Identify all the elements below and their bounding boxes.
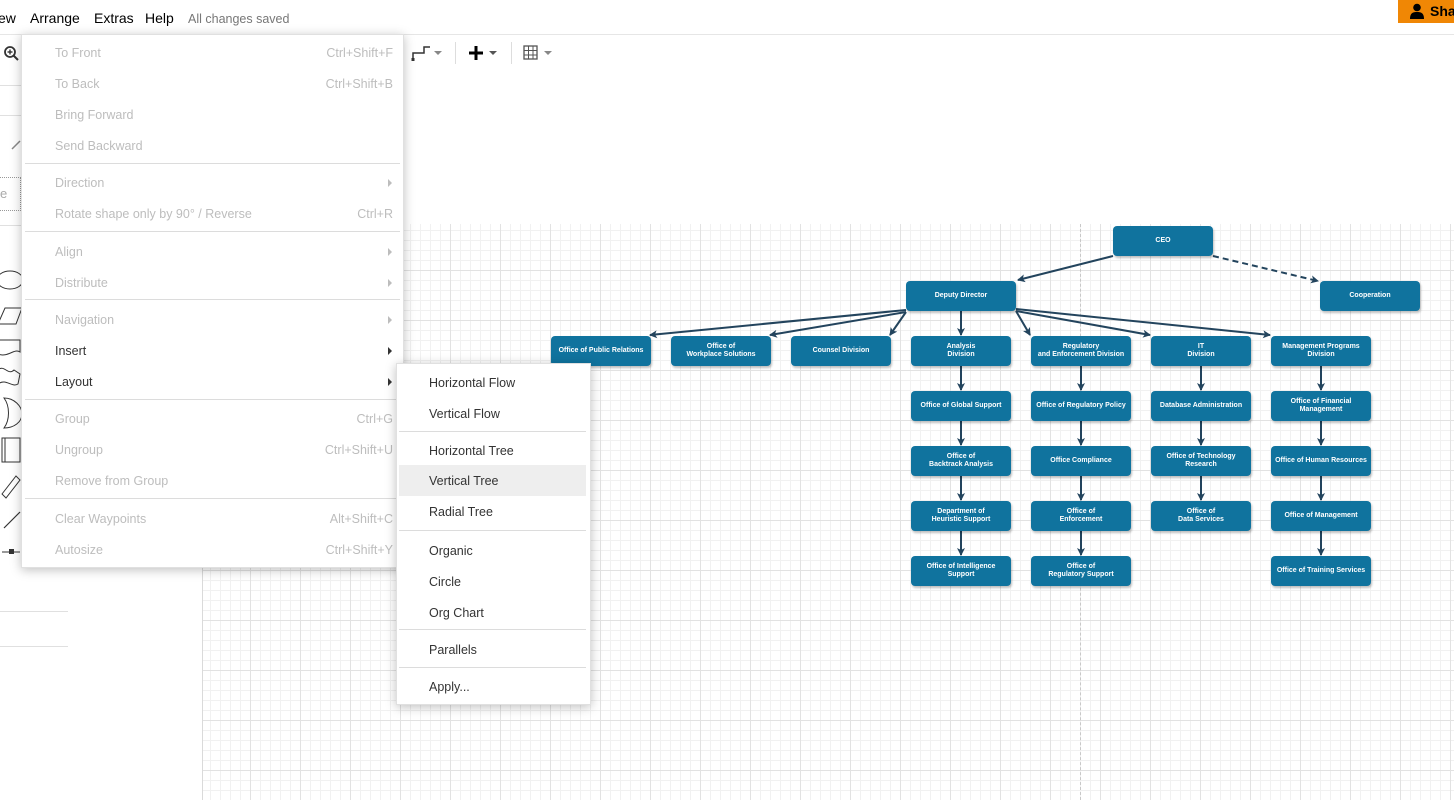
menu-view[interactable]: ew <box>0 10 16 26</box>
node-cooperation[interactable]: Cooperation <box>1320 281 1420 311</box>
submenu-arrow-icon <box>388 347 392 355</box>
node-financial-management[interactable]: Office of Financial Management <box>1271 391 1371 421</box>
node-intelligence-support[interactable]: Office of Intelligence Support <box>911 556 1011 586</box>
edge-deputy-regulatory <box>1015 310 1031 336</box>
menu-item-bring-forward[interactable]: Bring Forward <box>55 108 134 122</box>
save-status: All changes saved <box>188 12 290 26</box>
node-backtrack-analysis[interactable]: Office of Backtrack Analysis <box>911 446 1011 476</box>
layout-org-chart[interactable]: Org Chart <box>429 606 484 620</box>
menu-item-ungroup[interactable]: Ungroup Ctrl+Shift+U <box>55 443 393 457</box>
submenu-arrow-icon <box>388 179 392 187</box>
node-technology-research[interactable]: Office of Technology Research <box>1151 446 1251 476</box>
menu-item-group[interactable]: Group Ctrl+G <box>55 412 393 426</box>
node-public-relations[interactable]: Office of Public Relations <box>551 336 651 366</box>
edge-deputy-mgmtprog <box>1015 308 1271 339</box>
menu-separator <box>25 163 400 164</box>
node-deputy-director[interactable]: Deputy Director <box>906 281 1016 311</box>
node-management[interactable]: Office of Management <box>1271 501 1371 531</box>
canvas-top-area <box>203 71 1454 225</box>
submenu-arrow-icon <box>388 378 392 386</box>
share-button[interactable]: Shar <box>1398 0 1454 23</box>
pencil-icon[interactable] <box>0 129 22 159</box>
node-enforcement[interactable]: Office of Enforcement <box>1031 501 1131 531</box>
layout-organic[interactable]: Organic <box>429 544 473 558</box>
menu-item-send-backward[interactable]: Send Backward <box>55 139 143 153</box>
node-counsel-division[interactable]: Counsel Division <box>791 336 891 366</box>
zoom-in-icon[interactable] <box>2 41 22 65</box>
search-text-fragment: e <box>0 186 8 201</box>
edge-ceo-cooperation <box>1212 255 1319 284</box>
menu-item-clear-waypoints[interactable]: Clear Waypoints Alt+Shift+C <box>55 512 393 526</box>
menu-bar: ew Arrange Extras Help All changes saved… <box>0 0 1454 34</box>
menu-separator <box>399 629 586 630</box>
user-icon <box>1410 3 1424 19</box>
layout-radial-tree[interactable]: Radial Tree <box>429 505 493 519</box>
arrange-menu: To Front Ctrl+Shift+F To Back Ctrl+Shift… <box>21 34 404 568</box>
node-management-programs[interactable]: Management Programs Division <box>1271 336 1371 366</box>
table-icon[interactable] <box>521 41 555 65</box>
node-regulatory-division[interactable]: Regulatory and Enforcement Division <box>1031 336 1131 366</box>
menu-item-remove-from-group[interactable]: Remove from Group <box>55 474 169 488</box>
node-database-administration[interactable]: Database Administration <box>1151 391 1251 421</box>
menu-separator <box>399 431 586 432</box>
node-regulatory-policy[interactable]: Office of Regulatory Policy <box>1031 391 1131 421</box>
node-workplace-solutions[interactable]: Office of Workplace Solutions <box>671 336 771 366</box>
menu-extras[interactable]: Extras <box>94 10 134 26</box>
layout-parallels[interactable]: Parallels <box>429 643 477 657</box>
edge-deputy-it <box>1015 310 1151 338</box>
node-global-support[interactable]: Office of Global Support <box>911 391 1011 421</box>
submenu-arrow-icon <box>388 316 392 324</box>
menu-separator <box>399 530 586 531</box>
node-data-services[interactable]: Office of Data Services <box>1151 501 1251 531</box>
menu-help[interactable]: Help <box>145 10 174 26</box>
layout-horizontal-flow[interactable]: Horizontal Flow <box>429 376 516 390</box>
edge-deputy-publicrel <box>649 309 907 339</box>
menu-item-autosize[interactable]: Autosize Ctrl+Shift+Y <box>55 543 393 557</box>
menu-item-insert[interactable]: Insert <box>22 336 403 367</box>
menu-separator <box>25 231 400 232</box>
node-ceo[interactable]: CEO <box>1113 226 1213 256</box>
toolbar-separator <box>511 42 512 64</box>
edge-deputy-workplace <box>769 311 907 338</box>
layout-submenu: Horizontal Flow Vertical Flow Horizontal… <box>396 363 591 705</box>
menu-item-rotate[interactable]: Rotate shape only by 90° / Reverse Ctrl+… <box>55 207 393 221</box>
menu-separator <box>25 399 400 400</box>
node-analysis-division[interactable]: Analysis Division <box>911 336 1011 366</box>
menu-item-layout[interactable]: Layout <box>22 367 403 398</box>
menu-item-to-back[interactable]: To Back Ctrl+Shift+B <box>55 77 393 91</box>
edge-deputy-counsel <box>889 311 907 336</box>
menu-item-direction[interactable]: Direction <box>22 168 403 199</box>
layout-vertical-flow[interactable]: Vertical Flow <box>429 407 500 421</box>
layout-horizontal-tree[interactable]: Horizontal Tree <box>429 444 514 458</box>
node-compliance[interactable]: Office Compliance <box>1031 446 1131 476</box>
menu-separator <box>399 667 586 668</box>
menu-item-navigation[interactable]: Navigation <box>22 305 403 336</box>
node-heuristic-support[interactable]: Department of Heuristic Support <box>911 501 1011 531</box>
menu-separator <box>25 498 400 499</box>
toolbar-separator <box>455 42 456 64</box>
submenu-arrow-icon <box>388 248 392 256</box>
node-it-division[interactable]: IT Division <box>1151 336 1251 366</box>
menu-item-distribute[interactable]: Distribute <box>22 268 403 299</box>
edge-ceo-deputy <box>1017 255 1114 283</box>
menu-item-to-front[interactable]: To Front Ctrl+Shift+F <box>55 46 393 60</box>
menu-separator <box>25 299 400 300</box>
layout-circle[interactable]: Circle <box>429 575 461 589</box>
layout-apply[interactable]: Apply... <box>429 680 470 694</box>
node-human-resources[interactable]: Office of Human Resources <box>1271 446 1371 476</box>
insert-plus-icon[interactable] <box>466 41 500 65</box>
submenu-arrow-icon <box>388 279 392 287</box>
waypoint-style-icon[interactable] <box>410 41 444 65</box>
share-label: Shar <box>1430 3 1454 19</box>
menu-item-align[interactable]: Align <box>22 237 403 268</box>
layout-vertical-tree[interactable]: Vertical Tree <box>399 465 586 496</box>
node-regulatory-support[interactable]: Office of Regulatory Support <box>1031 556 1131 586</box>
menu-arrange[interactable]: Arrange <box>30 10 80 26</box>
node-training-services[interactable]: Office of Training Services <box>1271 556 1371 586</box>
